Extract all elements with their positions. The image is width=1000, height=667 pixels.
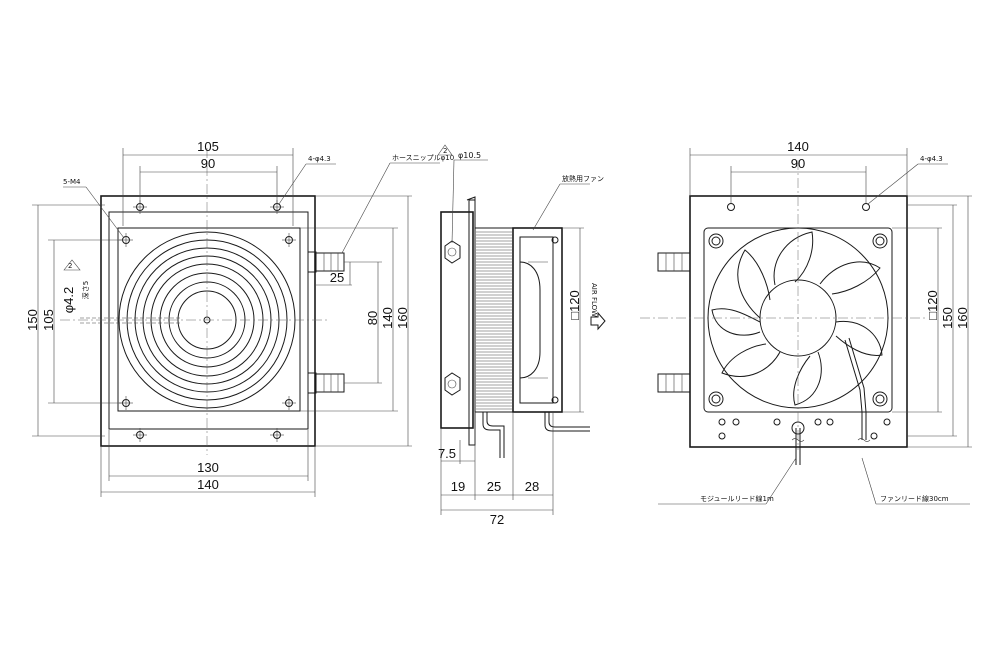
rear-label-module-lead: モジュールリード線1m [700, 494, 774, 503]
side-dim-fan-square: □120 [567, 290, 582, 320]
front-label-tapped-holes: 5-M4 [63, 178, 81, 186]
front-dim-bottom-inner: 130 [197, 460, 219, 475]
side-dim-nipple: φ10.5 [458, 151, 481, 160]
front-dim-pipe-port: 25 [330, 270, 344, 285]
rear-fan-corner-holes [708, 233, 888, 407]
side-label-fan: 放熱用ファン [562, 174, 604, 183]
side-view: 放熱用ファン 2 φ10.5 □120 AIR FLOW 7.5 19 25 2… [437, 144, 606, 527]
front-cold-plate [117, 227, 301, 412]
rear-fan-wire [844, 339, 863, 413]
fan-blades [711, 231, 883, 406]
side-fan [512, 227, 563, 413]
side-nipple-top [444, 240, 461, 264]
side-heatsink [474, 227, 514, 413]
front-dim-hole-depth: 深さ5 [81, 281, 90, 299]
side-fan-lead [544, 412, 590, 432]
front-dim-left-outer: 150 [25, 309, 40, 331]
side-dim-seg-c: 28 [525, 479, 539, 494]
front-dim-hole-dia: φ4.2 [61, 287, 76, 314]
rear-dim-top-inner: 90 [791, 156, 805, 171]
side-label-airflow: AIR FLOW [590, 283, 598, 317]
heatsink-fins [476, 231, 512, 410]
rear-dim-right-b: 160 [955, 307, 970, 329]
front-dim-left-inner: 105 [41, 309, 56, 331]
rear-dim-fan-square: □120 [925, 290, 940, 320]
front-dim-right-b: 140 [380, 307, 395, 329]
front-dim-top-inner: 90 [201, 156, 215, 171]
side-dim-offset: 7.5 [438, 446, 456, 461]
front-dim-top-outer: 105 [197, 139, 219, 154]
front-dim-bottom-outer: 140 [197, 477, 219, 492]
side-cold-block [440, 211, 474, 429]
side-nipple-bottom [444, 372, 461, 396]
front-label-hose-nipple: ホースニップルφ10 [392, 154, 454, 162]
airflow-arrow-icon [590, 311, 606, 331]
side-dim-total: 72 [490, 512, 504, 527]
front-dim-right-a: 80 [365, 311, 380, 325]
side-tri-note: 2 [443, 147, 447, 155]
side-dim-seg-b: 25 [487, 479, 501, 494]
front-inner-plate [108, 211, 309, 430]
rear-dim-right-a: 150 [940, 307, 955, 329]
rear-label-holes: 4-φ4.3 [920, 155, 943, 163]
front-outer-plate [100, 195, 316, 447]
side-dim-seg-a: 19 [451, 479, 465, 494]
front-mounting-holes [119, 200, 296, 442]
rear-view: 140 90 4-φ4.3 □120 150 160 モジュールリード線1m フ… [640, 139, 972, 505]
front-tri-note: 2 [68, 262, 72, 270]
rear-mounting-holes [718, 203, 891, 440]
side-module-lead [482, 412, 501, 458]
rear-outer-plate [689, 195, 908, 448]
side-plate [468, 199, 476, 446]
rear-label-fan-lead: ファンリード線30cm [880, 494, 949, 503]
front-hose-nipples [307, 251, 345, 394]
front-view: 105 90 5-M4 4-φ4.3 ホースニップルφ10 150 105 φ4… [25, 139, 454, 497]
rear-dim-top-outer: 140 [787, 139, 809, 154]
front-label-holes: 4-φ4.3 [308, 155, 331, 163]
front-dim-right-c: 160 [395, 307, 410, 329]
